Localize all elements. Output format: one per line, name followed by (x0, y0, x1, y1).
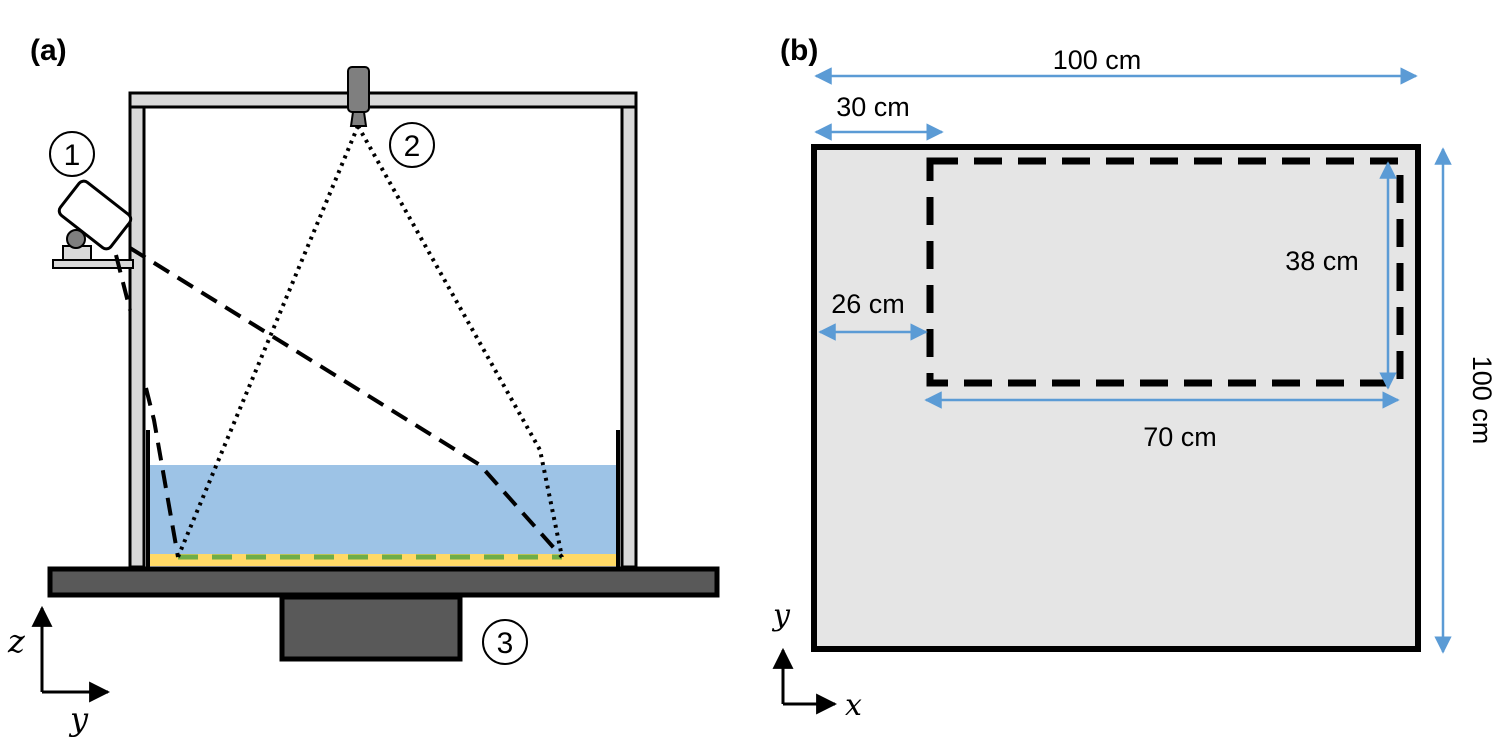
panel-a-tag: (a) (30, 34, 67, 67)
panel-b: (b) 100 cm 30 cm 26 cm 38 cm 70 cm 100 (771, 34, 1497, 723)
dimension-total-height: 100 cm (1434, 147, 1497, 654)
dimension-inner-height: 38 cm (1285, 161, 1397, 390)
wave-generator-box (279, 594, 463, 662)
marker-3-label: 3 (497, 627, 514, 660)
base-plate (47, 566, 720, 598)
axes-a: z y (7, 605, 111, 738)
measurement-area-outline (926, 157, 1404, 387)
tank-walls (146, 430, 620, 567)
panel-b-tag: (b) (780, 34, 818, 67)
axis-y-label-b: y (771, 598, 791, 633)
dim-total-width-label: 100 cm (1053, 45, 1142, 75)
water-body (148, 465, 618, 558)
side-camera (52, 179, 134, 269)
axis-y-label-a: y (68, 700, 89, 738)
marker-1-label: 1 (64, 139, 81, 172)
side-camera-field-of-view (114, 246, 564, 559)
dim-offset-x-label: 30 cm (836, 92, 910, 122)
dimension-total-width: 100 cm (814, 45, 1418, 85)
support-frame (128, 91, 638, 569)
axes-b: y x (771, 598, 862, 723)
dim-total-height-label: 100 cm (1467, 356, 1497, 445)
dimension-offset-side: 26 cm (818, 289, 928, 341)
marker-2: 2 (389, 122, 435, 168)
dim-offset-side-label: 26 cm (831, 289, 905, 319)
panel-a: (a) (7, 34, 720, 738)
dimension-offset-x: 30 cm (814, 92, 944, 141)
flume-plate-top-view (811, 144, 1421, 652)
top-camera-field-of-view (176, 125, 564, 558)
dim-inner-height-label: 38 cm (1285, 246, 1359, 276)
marker-1: 1 (49, 131, 95, 177)
marker-2-label: 2 (404, 130, 421, 163)
marker-3: 3 (482, 619, 528, 665)
axis-z-label: z (7, 622, 26, 660)
dim-inner-width-label: 70 cm (1143, 422, 1217, 452)
top-camera (347, 66, 370, 127)
dimension-inner-width: 70 cm (924, 391, 1400, 452)
axis-x-label-b: x (845, 688, 862, 723)
